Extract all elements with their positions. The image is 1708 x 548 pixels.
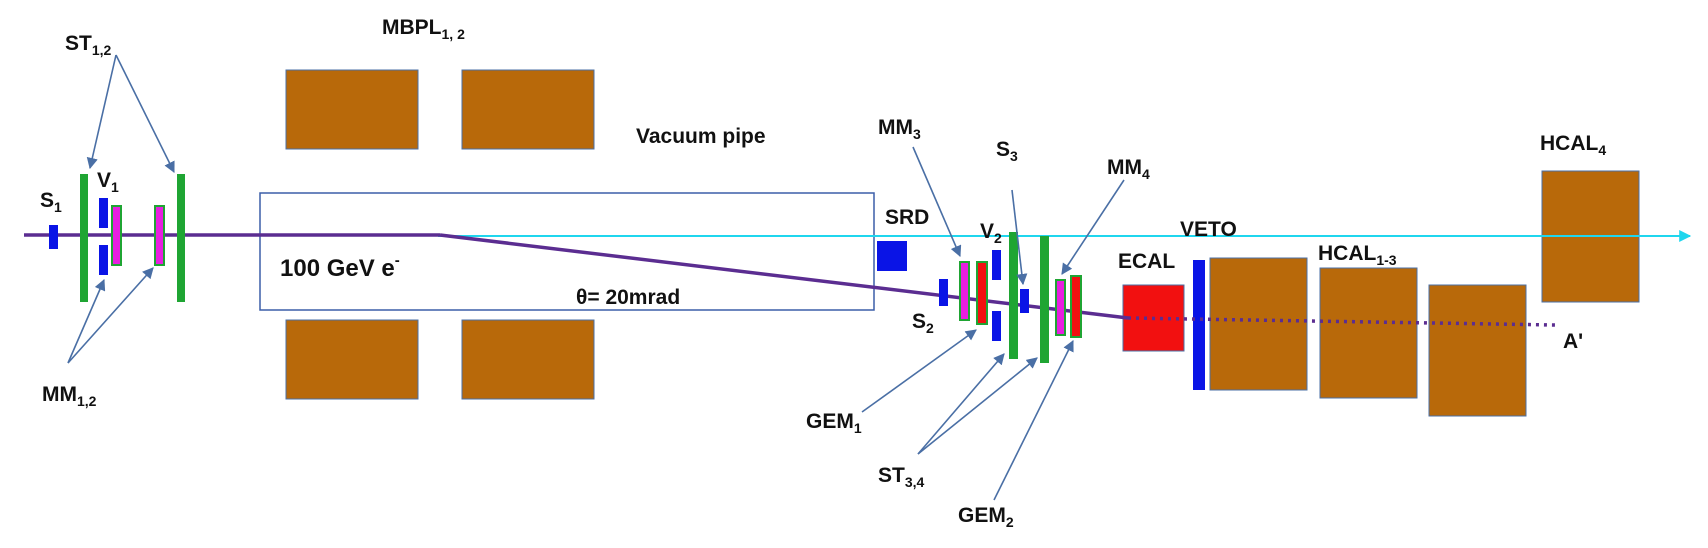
st1-tracker (80, 174, 88, 302)
label-s3: S3 (996, 138, 1018, 164)
mm3-micromegas (959, 261, 970, 321)
hcal-block-1 (1209, 257, 1308, 391)
srd-detector (877, 241, 907, 271)
v2-veto-upper (992, 250, 1001, 280)
s1-counter (49, 225, 58, 249)
gem1-detector (976, 261, 988, 325)
label-v1: V1 (97, 169, 119, 195)
magnet-top-1 (285, 69, 419, 150)
label-theta: θ= 20mrad (576, 286, 680, 309)
st4-tracker (1040, 236, 1049, 363)
label-mbpl: MBPL1, 2 (382, 16, 465, 42)
hcal-block-3 (1428, 284, 1527, 417)
label-mm4: MM4 (1107, 156, 1150, 182)
label-s1: S1 (40, 189, 62, 215)
hcal-block-2 (1319, 267, 1418, 399)
label-hcal13: HCAL1-3 (1318, 242, 1397, 268)
st3-tracker (1009, 232, 1018, 359)
label-a-prime: A' (1563, 330, 1583, 353)
magnet-top-2 (461, 69, 595, 150)
magnet-bottom-2 (461, 319, 595, 400)
label-gem2: GEM2 (958, 504, 1014, 530)
label-vacuum-pipe: Vacuum pipe (636, 125, 766, 148)
st2-tracker (177, 174, 185, 302)
label-srd: SRD (885, 206, 929, 229)
vacuum-pipe (259, 192, 875, 311)
s2-counter (939, 279, 948, 306)
label-beam: 100 GeV e- (280, 252, 400, 282)
label-ecal: ECAL (1118, 250, 1175, 273)
label-st12: ST1,2 (65, 32, 112, 58)
mm1-micromegas (111, 205, 122, 266)
v2-veto-lower (992, 311, 1001, 341)
s3-counter (1020, 289, 1029, 313)
mm2-micromegas (154, 205, 165, 266)
label-mm12: MM1,2 (42, 383, 97, 409)
label-st34: ST3,4 (878, 464, 925, 490)
v1-veto-upper (99, 198, 108, 228)
gem2-detector (1070, 275, 1082, 338)
label-gem1: GEM1 (806, 410, 862, 436)
v1-veto-lower (99, 245, 108, 275)
mm4-micromegas (1055, 279, 1066, 336)
label-v2: V2 (980, 220, 1002, 246)
label-mm3: MM3 (878, 116, 921, 142)
label-hcal4: HCAL4 (1540, 132, 1606, 158)
magnet-bottom-1 (285, 319, 419, 400)
veto-bar (1193, 260, 1205, 390)
pointer-arrows (67, 54, 1125, 501)
label-s2: S2 (912, 310, 934, 336)
label-veto: VETO (1180, 218, 1237, 241)
